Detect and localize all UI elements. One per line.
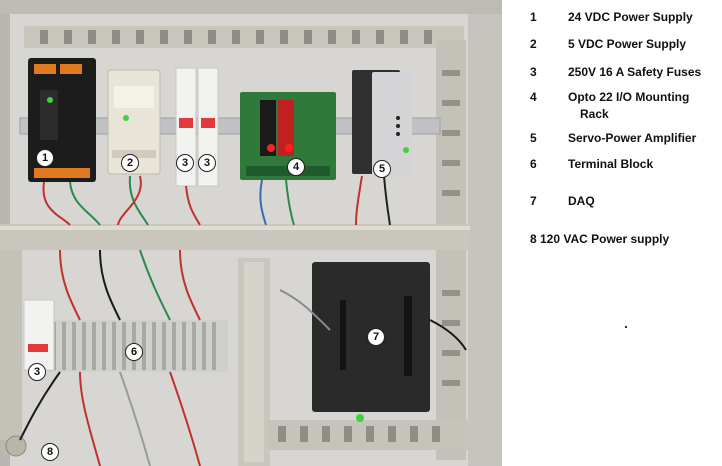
marker-8: 8 [41,443,59,461]
legend-num-1: 1 [530,10,537,24]
legend-num-7: 7 [530,194,537,208]
power-inlet-120vac [5,435,27,457]
middle-wiring-duct [0,224,470,250]
legend-num-8: 8 [530,232,537,246]
safety-fuse-lower [23,299,55,371]
marker-6: 6 [125,343,143,361]
enclosure-frame-top [0,0,502,14]
enclosure-frame-right [468,0,502,466]
control-panel-photo [0,0,502,466]
marker-3a: 3 [176,154,194,172]
marker-1: 1 [36,149,54,167]
top-wiring-duct [24,26,464,48]
center-wiring-duct [238,258,270,466]
legend-label-6: Terminal Block [568,157,654,171]
legend-label-4: Opto 22 I/O Mounting [568,90,690,104]
legend-label-8: 120 VAC Power supply [540,232,670,246]
marker-7: 7 [367,328,385,346]
legend-label-5: Servo-Power Amplifier [568,131,697,145]
marker-4: 4 [287,158,305,176]
servo-power-amplifier [352,70,412,176]
marker-3b: 3 [198,154,216,172]
bottom-wiring-duct [268,420,468,450]
marker-5: 5 [373,160,391,178]
stray-dot [625,326,627,328]
marker-3c: 3 [28,363,46,381]
legend-label-4-line2: Rack [580,107,609,121]
component-legend: 1 24 VDC Power Supply 2 5 VDC Power Supp… [505,0,722,466]
legend-num-5: 5 [530,131,537,145]
legend-label-1: 24 VDC Power Supply [568,10,693,24]
legend-num-4: 4 [530,90,537,104]
legend-num-3: 3 [530,65,537,79]
marker-2: 2 [121,154,139,172]
left-wiring-duct [0,250,22,440]
legend-label-7: DAQ [568,194,595,208]
legend-label-3: 250V 16 A Safety Fuses [568,65,702,79]
wiring [19,175,467,466]
legend-num-2: 2 [530,37,537,51]
legend-num-6: 6 [530,157,537,171]
legend-label-2: 5 VDC Power Supply [568,37,687,51]
